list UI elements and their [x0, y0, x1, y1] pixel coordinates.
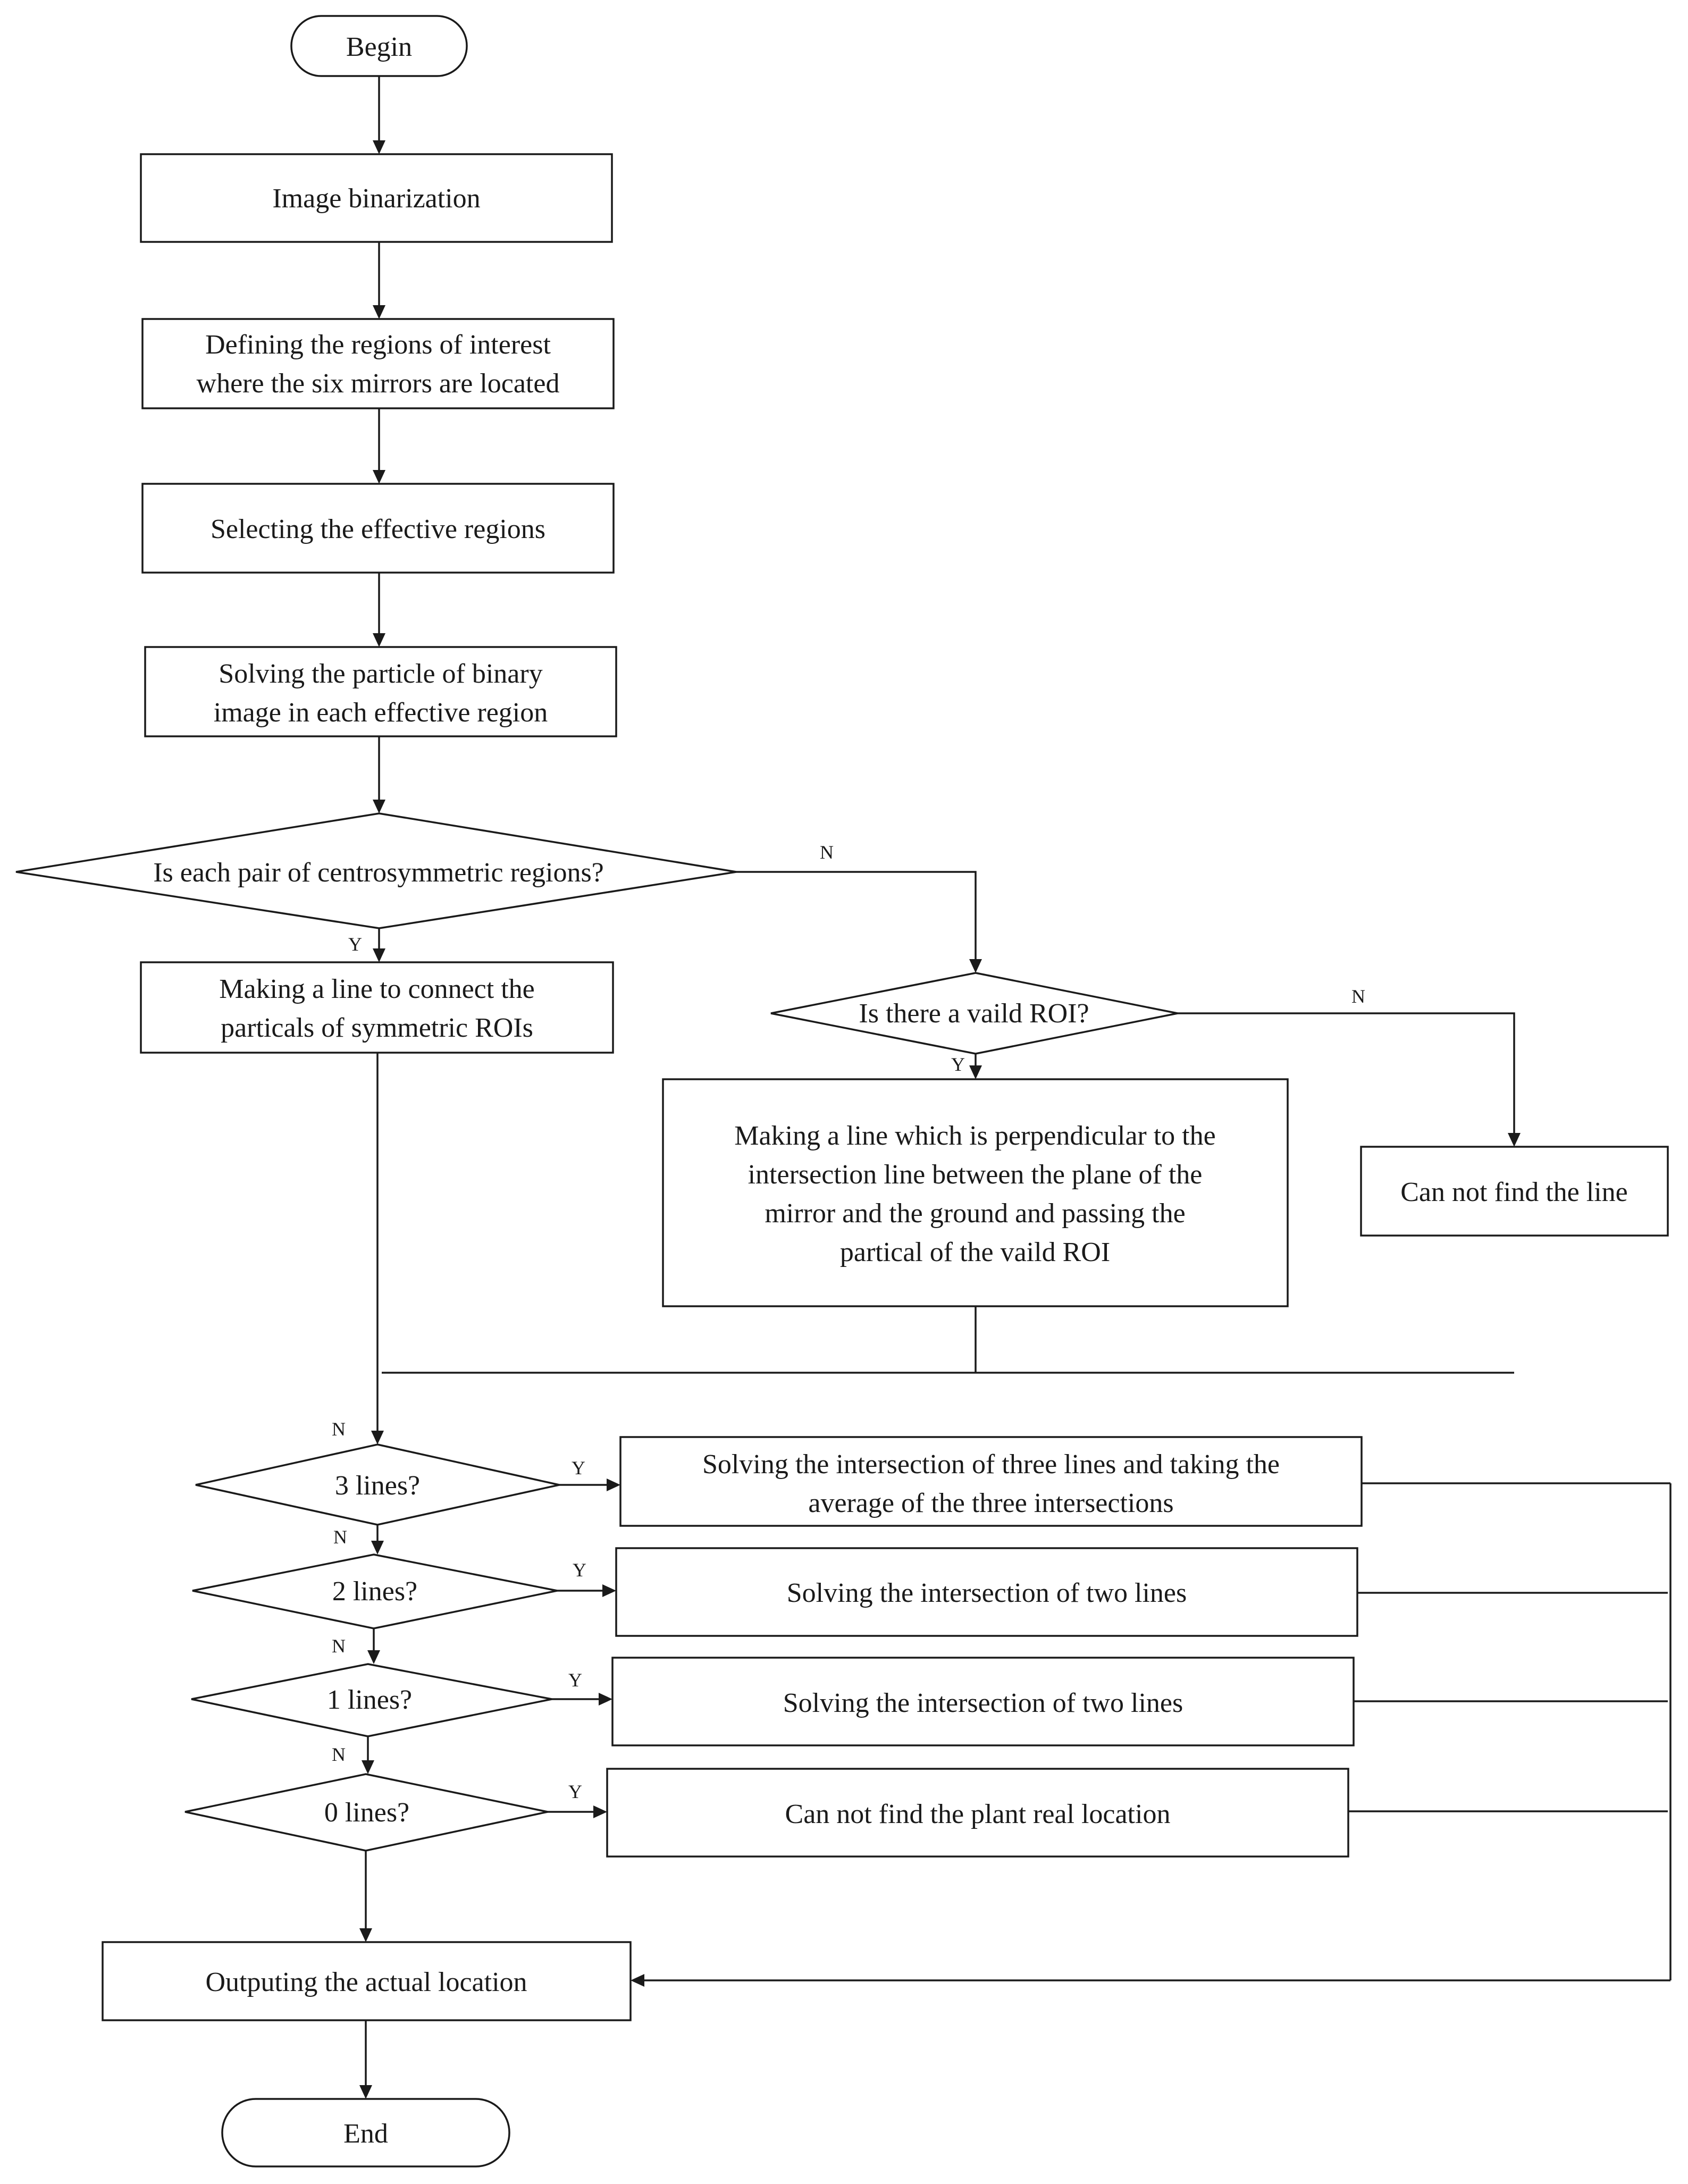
arrow-head — [1508, 1133, 1521, 1147]
no-label: N — [332, 1635, 346, 1657]
arrow-head — [371, 1541, 384, 1555]
perpendicular-label-line1: Making a line which is perpendicular to … — [734, 1121, 1215, 1151]
centrosymmetric-label: Is each pair of centrosymmetric regions? — [153, 858, 604, 888]
two-lines-decision: 2 lines? — [192, 1553, 558, 1629]
arrow-head — [373, 633, 385, 647]
arrow-head — [969, 1065, 982, 1079]
connect-line-label-line2: particals of symmetric ROIs — [221, 1013, 533, 1043]
select-regions-step: Selecting the effective regions — [141, 483, 615, 574]
three-lines-decision: 3 lines? — [195, 1443, 560, 1526]
connect-line-step: Making a line to connect the particals o… — [140, 961, 614, 1054]
no-label: N — [332, 1418, 346, 1440]
output-location-step: Outputing the actual location — [102, 1941, 632, 2021]
arrow-head — [969, 959, 982, 973]
arrow-head — [373, 800, 385, 813]
no-label: N — [332, 1744, 346, 1765]
perpendicular-line-step: Making a line which is perpendicular to … — [662, 1078, 1289, 1307]
yes-label: Y — [951, 1054, 965, 1075]
cannot-find-location-step: Can not find the plant real location — [606, 1768, 1349, 1858]
solve-three-label-line2: average of the three intersections — [808, 1488, 1173, 1518]
one-line-decision: 1 lines? — [191, 1663, 552, 1737]
arrow-head — [593, 1805, 607, 1818]
one-line-label: 1 lines? — [327, 1685, 412, 1715]
solve-three-label-line1: Solving the intersection of three lines … — [702, 1449, 1280, 1480]
arrow-head — [362, 1760, 374, 1774]
select-regions-label: Selecting the effective regions — [211, 514, 545, 544]
two-lines-label: 2 lines? — [332, 1576, 417, 1607]
three-lines-label: 3 lines? — [335, 1471, 420, 1501]
image-binarization-step: Image binarization — [140, 153, 613, 243]
perpendicular-label-line3: mirror and the ground and passing the — [765, 1198, 1185, 1229]
solve-one-label: Solving the intersection of two lines — [783, 1688, 1183, 1718]
connect-line-label-line1: Making a line to connect the — [219, 974, 534, 1004]
centrosymmetric-decision: Is each pair of centrosymmetric regions? — [15, 812, 737, 929]
solve-particle-label-line2: image in each effective region — [214, 698, 548, 728]
solve-one-step: Solving the intersection of two lines — [611, 1657, 1355, 1746]
define-roi-label-line1: Defining the regions of interest — [205, 330, 551, 360]
arrow-head — [371, 1431, 384, 1444]
valid-roi-decision: Is there a vaild ROI? — [770, 972, 1178, 1055]
solve-two-step: Solving the intersection of two lines — [615, 1547, 1358, 1637]
cannot-find-line-label: Can not find the line — [1400, 1177, 1627, 1207]
output-location-label: Outputing the actual location — [205, 1967, 527, 1997]
arrow-head — [373, 140, 385, 154]
arrow-head — [359, 1928, 372, 1942]
no-label: N — [333, 1526, 347, 1548]
arrow-head — [359, 2085, 372, 2099]
connectors — [359, 76, 1672, 2099]
yes-label: Y — [572, 1457, 585, 1479]
no-label: N — [1351, 986, 1365, 1007]
branch-labels: N Y N Y N Y N Y N Y N Y — [332, 842, 1365, 1802]
valid-roi-label: Is there a vaild ROI? — [859, 998, 1089, 1029]
cannot-find-line-step: Can not find the line — [1360, 1146, 1669, 1237]
arrow-head — [373, 948, 385, 962]
zero-lines-decision: 0 lines? — [184, 1773, 548, 1852]
no-label: N — [820, 842, 834, 863]
begin-terminal: Begin — [290, 15, 468, 77]
arrow-head — [631, 1974, 644, 1987]
arrow-head — [367, 1650, 380, 1664]
solve-two-label: Solving the intersection of two lines — [787, 1578, 1187, 1608]
arrow-head — [599, 1693, 612, 1706]
perpendicular-label-line4: partical of the vaild ROI — [840, 1237, 1110, 1267]
yes-label: Y — [573, 1559, 586, 1581]
define-roi-label-line2: where the six mirrors are located — [197, 368, 560, 399]
solve-three-step: Solving the intersection of three lines … — [619, 1436, 1363, 1527]
perpendicular-label-line2: intersection line between the plane of t… — [748, 1160, 1203, 1190]
arrow-head — [373, 470, 385, 484]
yes-label: Y — [568, 1669, 582, 1691]
cannot-find-location-label: Can not find the plant real location — [785, 1799, 1171, 1829]
yes-label: Y — [348, 934, 362, 955]
define-roi-step: Defining the regions of interest where t… — [141, 318, 615, 409]
arrow-head — [373, 305, 385, 319]
solve-particle-step: Solving the particle of binary image in … — [144, 646, 617, 737]
end-label: End — [343, 2119, 388, 2149]
zero-lines-label: 0 lines? — [324, 1797, 409, 1828]
begin-label: Begin — [346, 32, 412, 62]
arrow-head — [607, 1479, 620, 1491]
yes-label: Y — [568, 1781, 582, 1802]
arrow-head — [602, 1584, 616, 1597]
image-binarization-label: Image binarization — [272, 183, 480, 214]
end-terminal: End — [221, 2098, 510, 2168]
solve-particle-label-line1: Solving the particle of binary — [219, 659, 542, 689]
